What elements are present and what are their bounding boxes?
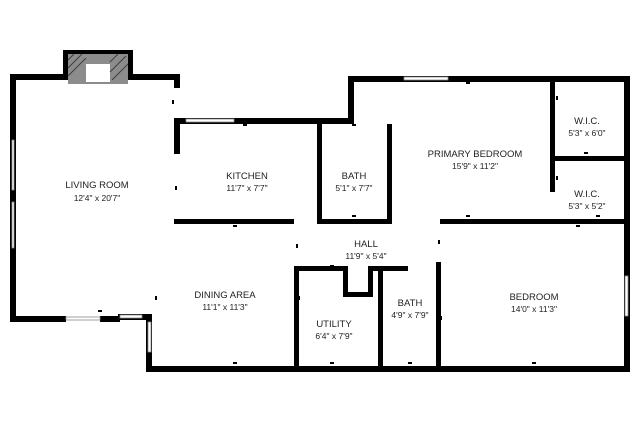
room-name-bath-upper: BATH — [342, 171, 367, 182]
room-name-kitchen: KITCHEN — [226, 171, 268, 182]
room-name-bedroom: BEDROOM — [509, 292, 558, 303]
wall-living-bottom-left — [10, 316, 66, 322]
room-dims-bedroom: 14'0" x 11'3" — [511, 304, 557, 314]
room-dims-primary-bedroom: 15'9" x 11'2" — [452, 161, 498, 171]
wall-wic-divider — [550, 156, 624, 161]
window-living-bottom — [65, 316, 101, 321]
wall-top-right — [350, 76, 630, 82]
wall-bottom — [146, 366, 630, 372]
wall-kitchen-bath — [317, 124, 322, 224]
room-dims-hall: 11'9" x 5'4" — [345, 251, 386, 261]
room-dims-kitchen: 11'7" x 7'7" — [226, 183, 267, 193]
room-name-wic-upper: W.I.C. — [574, 116, 600, 127]
wall-living-left — [10, 74, 16, 322]
wall-closet-left — [343, 266, 348, 296]
room-dims-utility: 6'4" x 7'9" — [315, 331, 352, 341]
wall-utility-top-left — [294, 266, 348, 271]
window-kitchen — [185, 118, 235, 123]
wall-living-top-right-stub — [174, 74, 180, 88]
wall-bath-primary — [387, 124, 392, 224]
room-dims-living-room: 12'4" x 20'7" — [74, 193, 121, 203]
wall-hall-top — [322, 219, 392, 224]
wall-kitchen-left-stub — [174, 118, 180, 154]
wall-closet-bottom — [343, 292, 373, 297]
room-name-primary-bedroom: PRIMARY BEDROOM — [428, 149, 523, 160]
window-dining — [147, 321, 152, 353]
wall-dining-stub — [146, 314, 152, 324]
wall-living-bottom-right — [100, 316, 120, 322]
wall-primary-wic — [550, 80, 555, 192]
room-name-bath-lower: BATH — [398, 298, 423, 309]
room-name-utility: UTILITY — [316, 319, 352, 330]
wall-top-living-right — [128, 74, 180, 80]
interior-walls — [146, 80, 624, 372]
wall-hall-top-right — [440, 219, 624, 224]
window-bedroom — [624, 275, 629, 317]
wall-kitchen-bottom — [174, 219, 294, 224]
wall-bath-top — [368, 266, 408, 271]
room-dims-bath-lower: 4'9" x 7'9" — [391, 310, 428, 320]
room-name-dining-area: DINING AREA — [194, 290, 256, 301]
window-living-left — [11, 139, 15, 191]
room-name-wic-lower: W.I.C. — [574, 189, 600, 200]
wall-utility-bath — [378, 266, 383, 372]
window-living-left-2 — [11, 201, 15, 249]
window-bump — [119, 314, 143, 319]
room-dims-wic-upper: 5'3" x 6'0" — [568, 128, 605, 138]
wall-top-living-left — [10, 74, 65, 80]
door-markers — [98, 82, 600, 364]
room-dims-wic-lower: 5'3" x 5'2" — [568, 201, 605, 211]
windows — [11, 76, 629, 353]
wall-kitchen-top — [174, 118, 354, 124]
window-primary — [403, 76, 449, 81]
wall-right — [624, 80, 630, 372]
fireplace — [63, 50, 133, 84]
room-name-living-room: LIVING ROOM — [65, 180, 128, 191]
room-name-hall: HALL — [354, 239, 378, 250]
wall-utility-left — [294, 266, 299, 372]
room-dims-dining-area: 11'1" x 11'3" — [202, 302, 247, 312]
room-dims-bath-upper: 5'1" x 7'7" — [335, 183, 372, 193]
wall-closet-right — [368, 266, 373, 296]
wall-bath-bedroom — [436, 262, 441, 372]
wall-step-vertical — [348, 76, 354, 124]
